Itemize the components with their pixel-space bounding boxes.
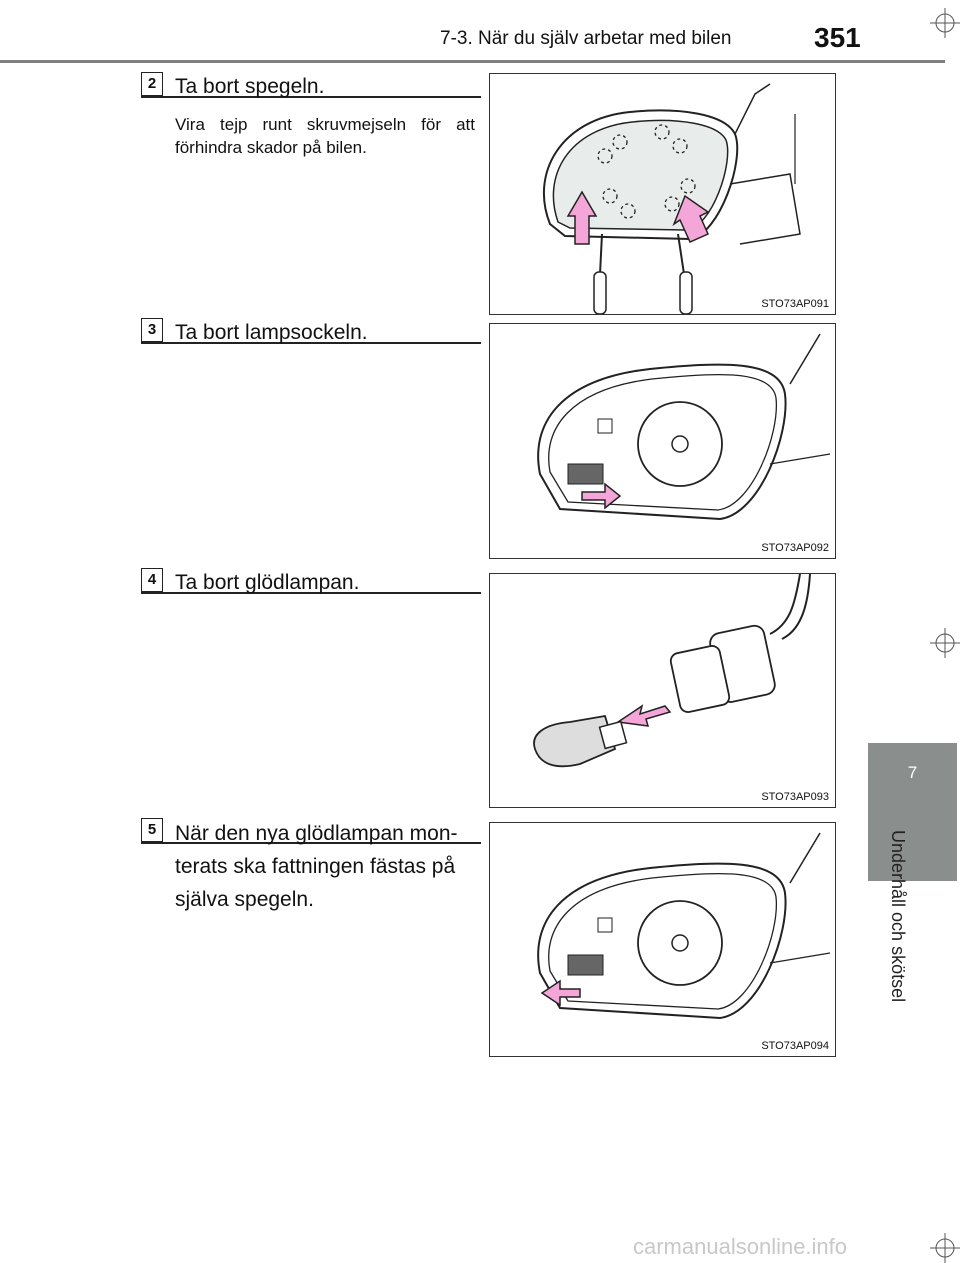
step-title: Ta bort lampsockeln. <box>175 321 368 344</box>
crop-mark-bottom-right-icon <box>930 1233 960 1263</box>
chapter-number: 7 <box>907 763 918 782</box>
step-divider <box>141 842 481 844</box>
figure-code: STO73AP091 <box>761 298 829 310</box>
figure-socket-install: STO73AP094 <box>489 822 836 1057</box>
crop-mark-top-right-icon <box>930 8 960 38</box>
section-header: 7-3. När du själv arbetar med bilen <box>440 28 732 49</box>
step-divider <box>141 592 481 594</box>
chapter-title: Underhåll och skötsel <box>888 830 908 1003</box>
step-divider <box>141 342 481 344</box>
step-title: Ta bort spegeln. <box>175 75 325 98</box>
step-title: Ta bort glödlampan. <box>175 571 360 594</box>
step-title-line: terats ska fattningen fästas på <box>175 855 456 878</box>
step-number: 3 <box>141 318 163 342</box>
step-title-line: själva spegeln. <box>175 888 314 911</box>
figure-code: STO73AP093 <box>761 791 829 803</box>
crop-mark-right-icon <box>930 628 960 658</box>
step-number: 4 <box>141 568 163 592</box>
watermark: carmanualsonline.info <box>633 1234 848 1259</box>
mirror-removal-illustration-icon <box>542 83 801 314</box>
step-title: När den nya glödlampan mon- terats ska f… <box>175 817 475 916</box>
socket-install-illustration-icon <box>537 832 831 1020</box>
header-rule <box>0 60 945 63</box>
figure-socket-removal: STO73AP092 <box>489 323 836 559</box>
step-divider <box>141 96 481 98</box>
step-title-line: När den nya glödlampan mon- <box>175 822 458 845</box>
figure-mirror-removal: STO73AP091 <box>489 73 836 315</box>
figure-code: STO73AP094 <box>761 1040 829 1052</box>
step-note: Vira tejp runt skruvmejseln för att förh… <box>175 115 475 157</box>
page-number: 351 <box>814 22 861 53</box>
step-number: 2 <box>141 72 163 96</box>
figure-code: STO73AP092 <box>761 542 829 554</box>
bulb-removal-illustration-icon <box>533 574 811 768</box>
figure-bulb-removal: STO73AP093 <box>489 573 836 808</box>
step-number: 5 <box>141 818 163 842</box>
chapter-tab: 7 <box>868 743 957 881</box>
socket-removal-illustration-icon <box>537 333 831 521</box>
